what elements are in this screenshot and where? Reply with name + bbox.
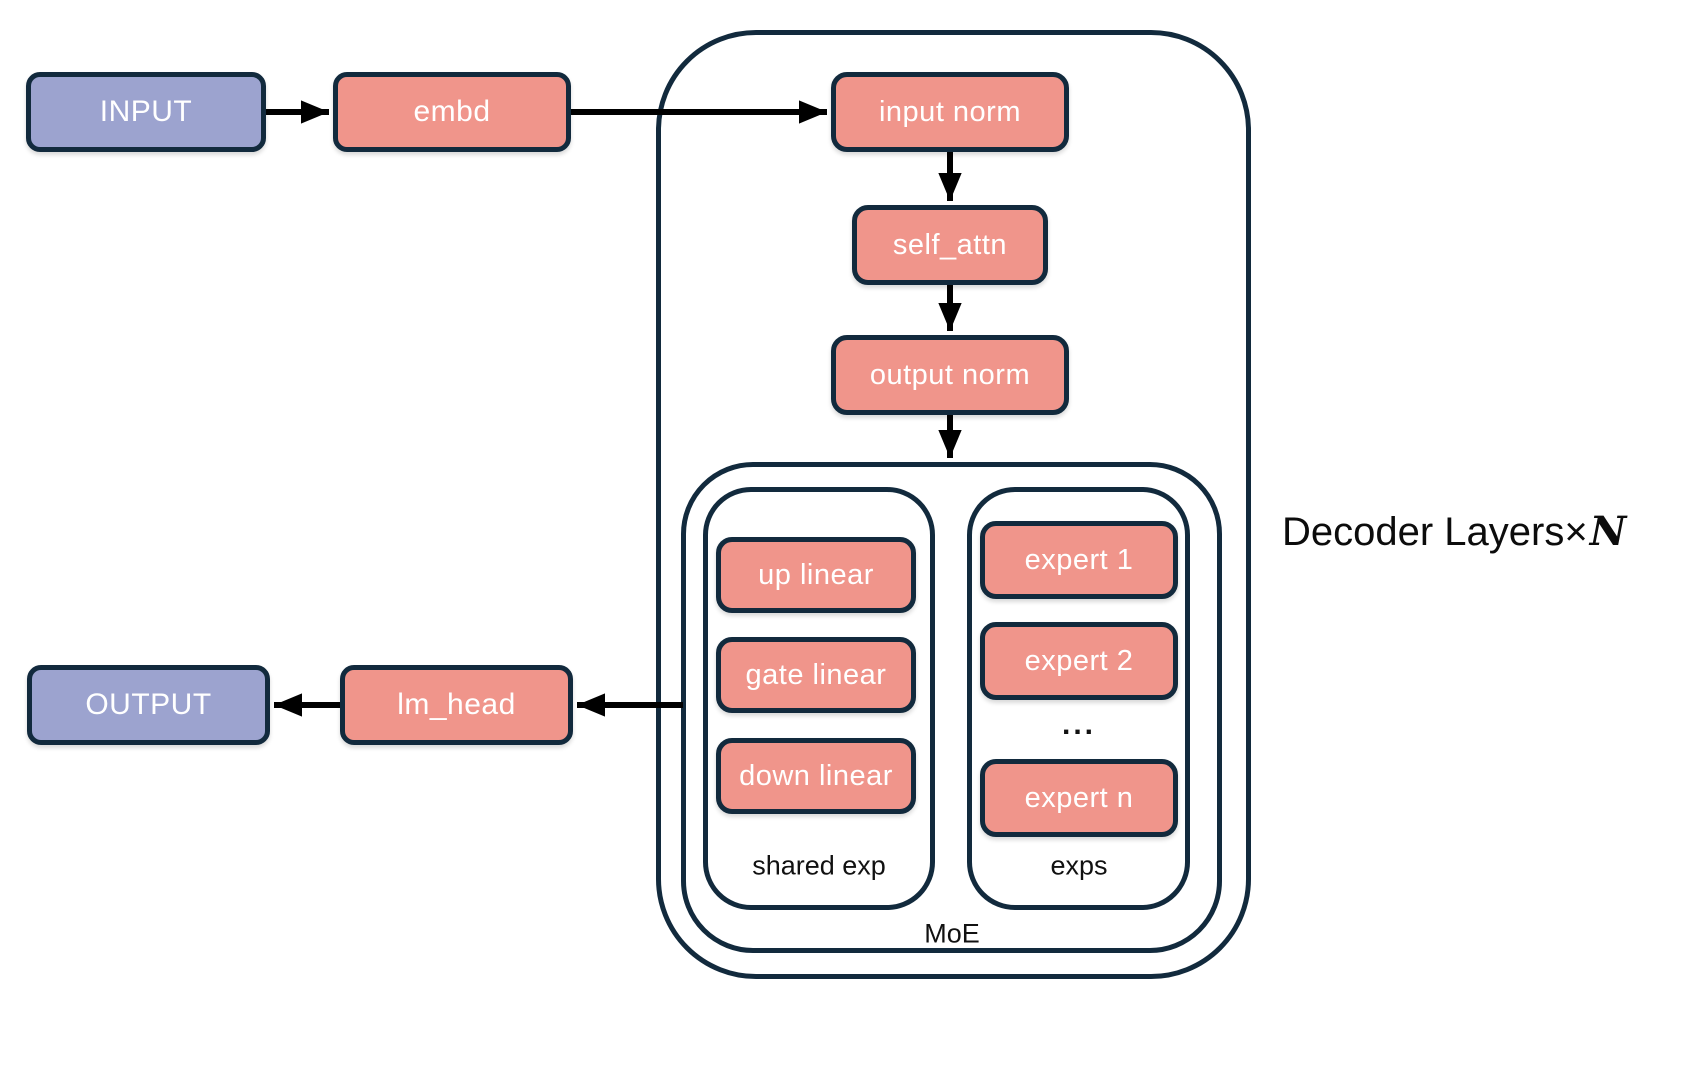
- embd-box: embd: [333, 72, 571, 152]
- expert-1-label: expert 1: [1024, 543, 1134, 576]
- lm-head-box: lm_head: [340, 665, 573, 745]
- down-linear-box: down linear: [716, 738, 916, 814]
- lm-head-label: lm_head: [397, 688, 516, 721]
- embd-label: embd: [413, 95, 491, 128]
- input-norm-label: input norm: [878, 95, 1021, 128]
- expert-2-label: expert 2: [1024, 644, 1134, 677]
- output-box: OUTPUT: [27, 665, 270, 745]
- expert-n-box: expert n: [980, 759, 1178, 837]
- moe-container: [681, 462, 1222, 953]
- decoder-layers-label: Decoder Layers×N: [1282, 508, 1626, 555]
- output-label: OUTPUT: [85, 688, 212, 721]
- self-attn-label: self_attn: [892, 228, 1008, 261]
- expert-n-label: expert n: [1024, 781, 1134, 814]
- n-symbol: N: [1589, 508, 1627, 555]
- decoder-layers-text: Decoder Layers: [1282, 510, 1565, 554]
- experts-ellipsis: ...: [1061, 708, 1097, 741]
- shared-exp-label: shared exp: [752, 850, 886, 881]
- expert-2-box: expert 2: [980, 622, 1178, 700]
- input-label: INPUT: [99, 95, 193, 128]
- times-symbol: ×: [1564, 510, 1588, 554]
- down-linear-label: down linear: [739, 759, 893, 792]
- exps-container: [967, 487, 1190, 910]
- output-norm-label: output norm: [869, 358, 1031, 391]
- decoder-layers-container: [656, 30, 1251, 979]
- moe-label: MoE: [924, 918, 980, 949]
- up-linear-label: up linear: [758, 558, 874, 591]
- self-attn-box: self_attn: [852, 205, 1048, 285]
- exps-label: exps: [1050, 850, 1108, 881]
- input-box: INPUT: [26, 72, 266, 152]
- expert-1-box: expert 1: [980, 521, 1178, 599]
- gate-linear-box: gate linear: [716, 637, 916, 713]
- gate-linear-label: gate linear: [745, 658, 887, 691]
- input-norm-box: input norm: [831, 72, 1069, 152]
- up-linear-box: up linear: [716, 537, 916, 613]
- shared-exp-container: [703, 487, 935, 910]
- output-norm-box: output norm: [831, 335, 1069, 415]
